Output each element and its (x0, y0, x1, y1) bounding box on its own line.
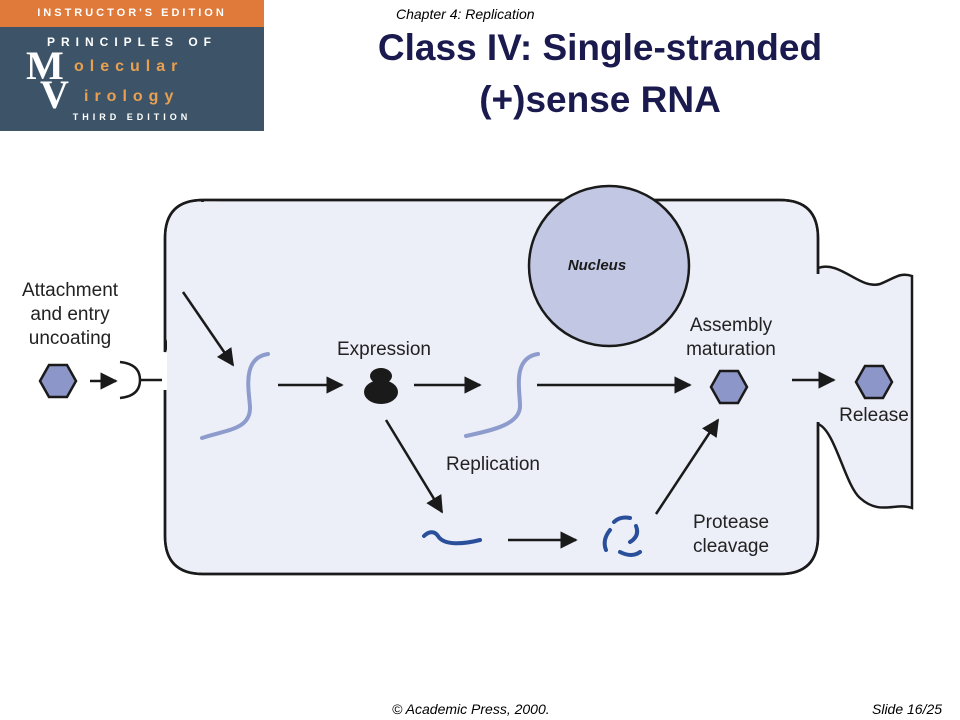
assembled-virion-icon (709, 369, 749, 405)
incoming-virion-icon (38, 363, 78, 399)
logo-letter-v: V (40, 72, 69, 117)
cell-border-top (203, 198, 820, 274)
attachment-label-line3: uncoating (29, 328, 111, 349)
receptor-icon (119, 360, 142, 400)
polyprotein-arrow (384, 419, 444, 514)
protease-label-line1: Protease (693, 512, 769, 533)
book-cover-logo: INSTRUCTOR'S EDITION PRINCIPLES OF M ole… (0, 0, 264, 131)
ribosome-small-subunit (370, 368, 392, 384)
progeny-rna (464, 352, 540, 438)
copyright-footer: © Academic Press, 2000. (392, 701, 550, 717)
attachment-label-line1: Attachment (22, 280, 119, 301)
logo-principles-text: PRINCIPLES OF (46, 35, 217, 49)
protein-fragment (618, 550, 642, 557)
ribosome-large-subunit (364, 380, 398, 404)
capsid-arrow (654, 418, 720, 515)
logo-molecular-text: olecular (74, 58, 184, 75)
protein-fragment (612, 515, 632, 524)
slide-title-line1: Class IV: Single-stranded (377, 27, 823, 68)
logo-virology-text: irology (84, 88, 180, 105)
slide-title: Class IV: Single-stranded (+)sense RNA (320, 22, 880, 126)
nucleus (527, 184, 691, 348)
assembly-label-line1: Assembly (690, 315, 773, 336)
polyprotein (422, 530, 482, 546)
logo-letter-m: M (26, 43, 64, 88)
nucleus-label: Nucleus (568, 257, 626, 274)
protein-fragment (628, 524, 640, 544)
release-label: Release (839, 405, 909, 426)
cell-border-bottom (163, 390, 820, 576)
logo-third-edition-text: THIRD EDITION (72, 112, 192, 122)
attachment-label-line2: and entry (30, 304, 110, 325)
expression-label: Expression (337, 339, 431, 360)
cell-border-left (163, 198, 204, 352)
slide-title-line2: (+)sense RNA (479, 79, 721, 120)
cell-opening (816, 274, 824, 422)
slide-number: Slide 16/25 (872, 701, 943, 717)
replication-label: Replication (446, 454, 540, 475)
replication-cycle-diagram: Nucleus Attachment and entry uncoating E… (22, 184, 914, 576)
assembly-label-line2: maturation (686, 339, 776, 360)
released-virion-icon (854, 364, 894, 400)
genome-rna (200, 352, 270, 440)
chapter-label: Chapter 4: Replication (396, 6, 535, 22)
logo-edition-band: INSTRUCTOR'S EDITION (0, 0, 264, 27)
protease-label-line2: cleavage (693, 536, 769, 557)
uncoating-arrow (181, 291, 235, 367)
protein-fragment (602, 528, 612, 552)
